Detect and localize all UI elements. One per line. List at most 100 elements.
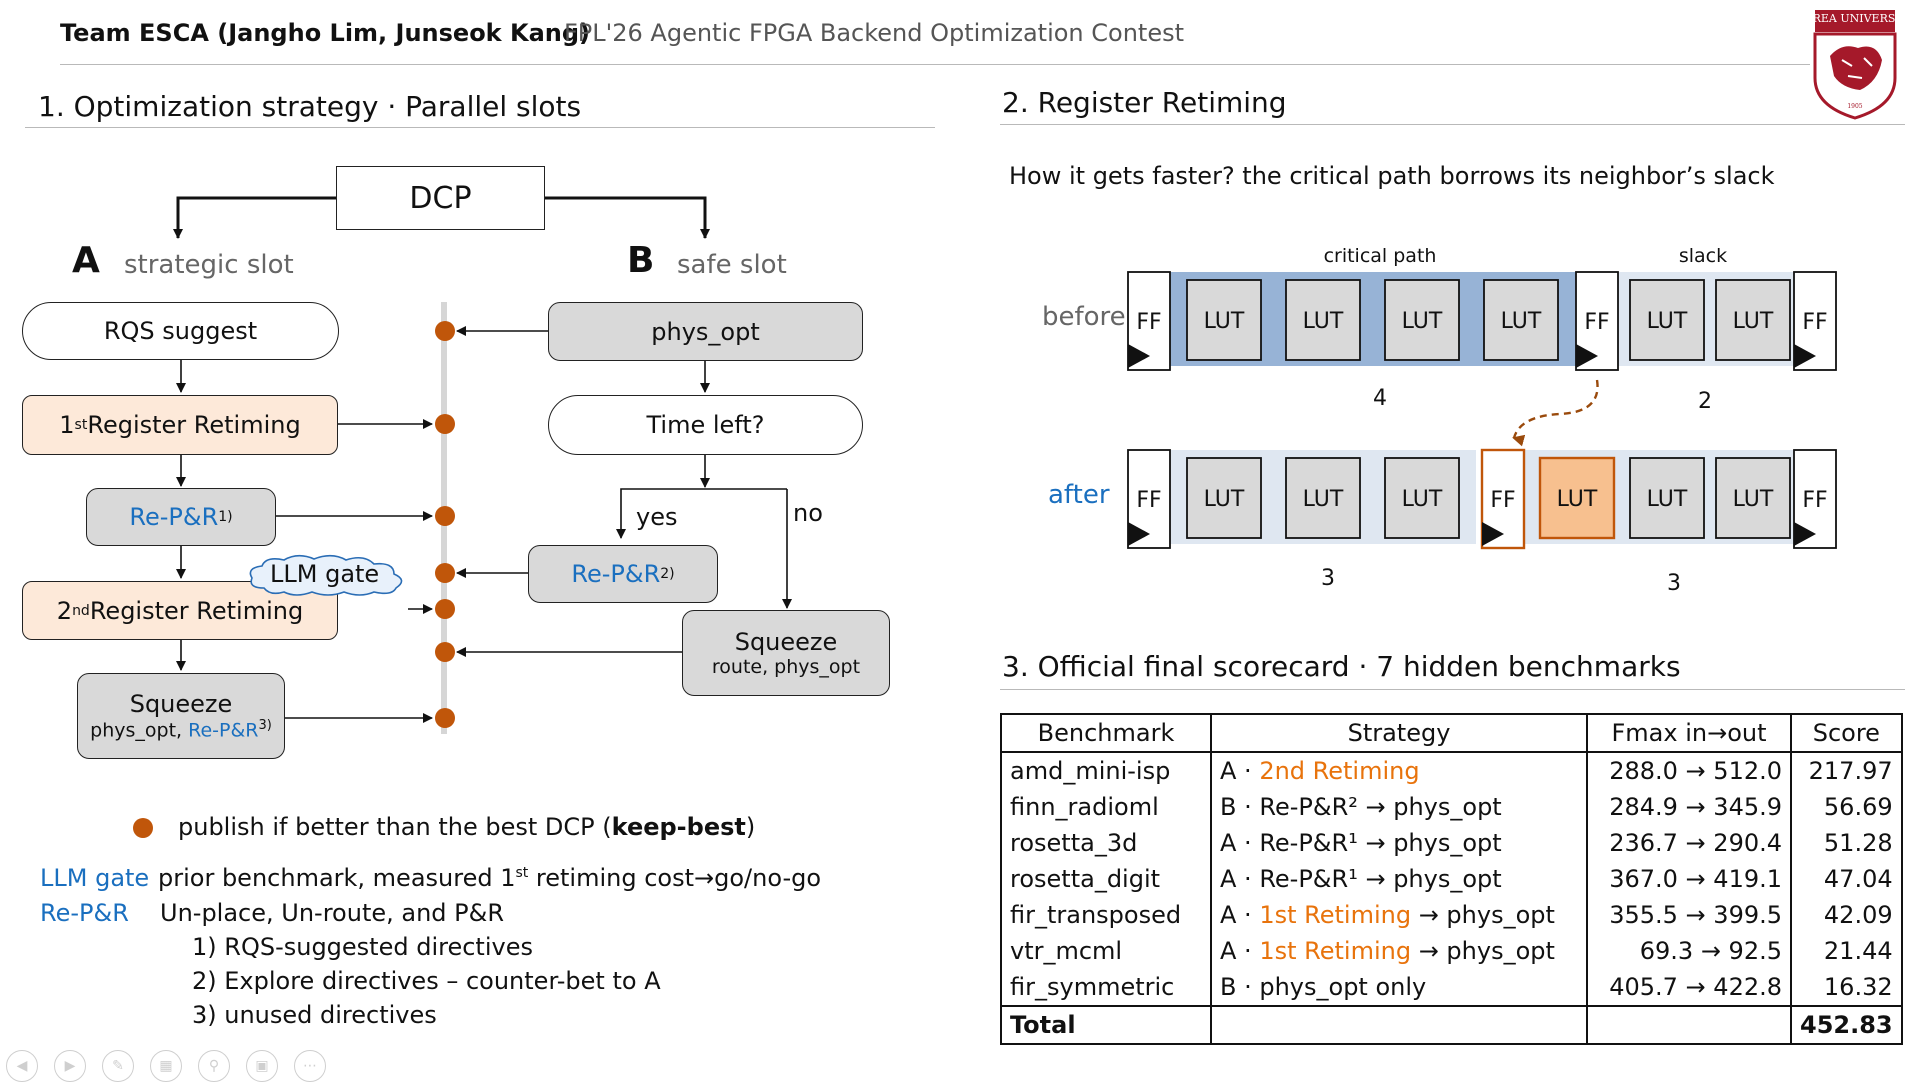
score-cell: 56.69 [1790, 789, 1903, 825]
svg-text:FF: FF [1802, 310, 1827, 335]
svg-text:FF: FF [1136, 488, 1161, 513]
svg-text:LUT: LUT [1733, 309, 1774, 334]
svg-text:LUT: LUT [1204, 487, 1245, 512]
fmax-cell: 69.3 → 92.5 [1586, 933, 1792, 969]
strategy-cell: A · 2nd Retiming [1210, 752, 1588, 789]
score-cell: 16.32 [1790, 969, 1903, 1006]
fmax-cell: 288.0 → 512.0 [1586, 752, 1792, 789]
benchmark-cell: finn_radioml [1000, 789, 1212, 825]
dcp-box: DCP [336, 166, 545, 230]
pen-icon[interactable]: ✎ [102, 1050, 134, 1082]
slides-grid-icon[interactable]: ▦ [150, 1050, 182, 1082]
llm-gate-cloud: LLM gate [244, 552, 412, 598]
fmax-cell: 405.7 → 422.8 [1586, 969, 1792, 1006]
benchmark-cell: rosetta_3d [1000, 825, 1212, 861]
critical-path-label: critical path [1324, 245, 1437, 267]
ff-before-3 [1793, 271, 1837, 371]
col-score: Score [1790, 713, 1903, 753]
svg-text:LUT: LUT [1733, 487, 1774, 512]
ff-after-3 [1793, 449, 1837, 549]
section1-rule [25, 127, 935, 128]
section3-title: 3. Official final scorecard · 7 hidden b… [1002, 650, 1681, 683]
score-cell: 42.09 [1790, 897, 1903, 933]
svg-text:LUT: LUT [1402, 309, 1443, 334]
squeeze-b-node: Squeeze route, phys_opt [682, 610, 890, 696]
ff-after-1 [1127, 449, 1171, 549]
scorecard-table: Benchmark Strategy Fmax in→out Score amd… [1000, 713, 1903, 1045]
svg-text:FF: FF [1490, 488, 1515, 513]
after-label: after [1048, 480, 1110, 510]
section3-rule [1000, 689, 1905, 690]
col-strategy: Strategy [1210, 713, 1588, 753]
score-cell: 47.04 [1790, 861, 1903, 897]
video-off-icon[interactable]: ▣ [246, 1050, 278, 1082]
total-label: Total [1000, 1005, 1212, 1045]
ff-before-1 [1127, 271, 1171, 371]
strategy-cell: A · 1st Retiming → phys_opt [1210, 897, 1588, 933]
flowchart-connectors [133, 196, 792, 838]
next-slide-button[interactable]: ▶ [54, 1050, 86, 1082]
benchmark-cell: vtr_mcml [1000, 933, 1212, 969]
repr-term: Re-P&R [40, 899, 129, 927]
slot-b-label: safe slot [677, 250, 787, 280]
strategy-cell: B · Re-P&R² → phys_opt [1210, 789, 1588, 825]
svg-text:FF: FF [1802, 488, 1827, 513]
after-count-left: 3 [1321, 566, 1335, 591]
retiming-subtitle: How it gets faster? the critical path bo… [1009, 162, 1775, 190]
note-2: 2) Explore directives – counter-bet to A [192, 967, 661, 995]
table-header-row: Benchmark Strategy Fmax in→out Score [1000, 713, 1903, 753]
svg-text:LUT: LUT [1647, 309, 1688, 334]
svg-text:FF: FF [1584, 310, 1609, 335]
benchmark-cell: rosetta_digit [1000, 861, 1212, 897]
svg-text:LUT: LUT [1402, 487, 1443, 512]
score-cell: 217.97 [1790, 752, 1903, 789]
fmax-cell: 236.7 → 290.4 [1586, 825, 1792, 861]
section1-title: 1. Optimization strategy · Parallel slot… [38, 90, 582, 123]
repr-definition: Un-place, Un-route, and P&R [160, 899, 505, 927]
section2-title: 2. Register Retiming [1002, 86, 1287, 119]
after-count-right: 3 [1667, 571, 1681, 596]
zoom-icon[interactable]: ⚲ [198, 1050, 230, 1082]
svg-text:LUT: LUT [1303, 309, 1344, 334]
svg-text:LUT: LUT [1303, 487, 1344, 512]
before-count-critical: 4 [1373, 386, 1387, 411]
ff-label: FF [1136, 310, 1161, 335]
more-options-icon[interactable]: ⋯ [294, 1050, 326, 1082]
ff-before-2 [1575, 271, 1619, 371]
total-score: 452.83 [1790, 1005, 1903, 1045]
previous-slide-button[interactable]: ◀ [6, 1050, 38, 1082]
ff-after-moved [1480, 448, 1526, 550]
section2-rule [1000, 124, 1905, 125]
squeeze-a-node: Squeeze phys_opt, Re-P&R3) [77, 673, 285, 759]
total-row: Total 452.83 [1000, 1005, 1903, 1045]
svg-text:LUT: LUT [1501, 309, 1542, 334]
llm-gate-definition: prior benchmark, measured 1st retiming c… [158, 864, 822, 892]
score-cell: 51.28 [1790, 825, 1903, 861]
fmax-cell: 284.9 → 345.9 [1586, 789, 1792, 825]
cloud-icon [249, 554, 403, 596]
col-benchmark: Benchmark [1000, 713, 1212, 753]
benchmark-cell: fir_symmetric [1000, 969, 1212, 1006]
slot-a-label: strategic slot [124, 250, 294, 280]
header-rule [60, 64, 1810, 65]
note-1: 1) RQS-suggested directives [192, 933, 533, 961]
svg-text:LUT: LUT [1647, 487, 1688, 512]
fmax-cell: 367.0 → 419.1 [1586, 861, 1792, 897]
strategy-cell: A · 1st Retiming → phys_opt [1210, 933, 1588, 969]
svg-text:1905: 1905 [1847, 103, 1862, 110]
benchmark-cell: amd_mini-isp [1000, 752, 1212, 789]
rqs-suggest-node: RQS suggest [22, 302, 339, 360]
slack-label: slack [1679, 245, 1727, 267]
before-label: before [1042, 302, 1126, 332]
team-title: Team ESCA (Jangho Lim, Junseok Kang) [60, 19, 591, 47]
